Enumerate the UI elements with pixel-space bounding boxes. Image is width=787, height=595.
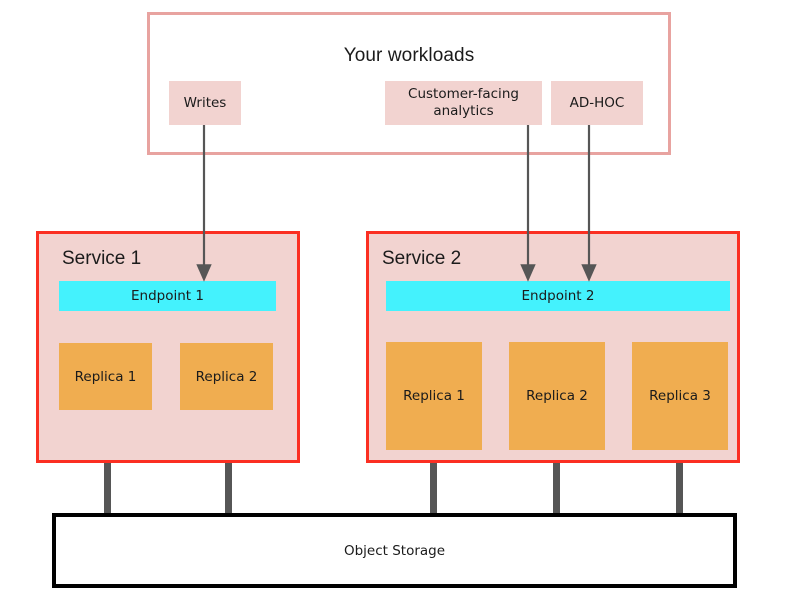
- pipe-s2-replica3-storage: [676, 445, 683, 519]
- service-2-replica-2[interactable]: Replica 2: [509, 342, 605, 450]
- service-1-replica-2[interactable]: Replica 2: [180, 343, 273, 410]
- pipe-s2-replica2-storage: [553, 445, 560, 519]
- service-2-title: Service 2: [382, 248, 462, 269]
- service-2-endpoint[interactable]: Endpoint 2: [386, 281, 730, 311]
- service-1-title: Service 1: [62, 248, 142, 269]
- workload-chip-customer-facing-analytics[interactable]: Customer-facing analytics: [385, 81, 542, 125]
- service-1-endpoint[interactable]: Endpoint 1: [59, 281, 276, 311]
- service-2-replica-1[interactable]: Replica 1: [386, 342, 482, 450]
- object-storage-box: Object Storage: [52, 513, 737, 588]
- service-2-replica-3[interactable]: Replica 3: [632, 342, 728, 450]
- service-1-replica-1[interactable]: Replica 1: [59, 343, 152, 410]
- workload-chip-ad-hoc[interactable]: AD-HOC: [551, 81, 643, 125]
- pipe-s2-replica1-storage: [430, 445, 437, 519]
- your-workloads-title: Your workloads: [343, 45, 475, 66]
- workload-chip-writes[interactable]: Writes: [169, 81, 241, 125]
